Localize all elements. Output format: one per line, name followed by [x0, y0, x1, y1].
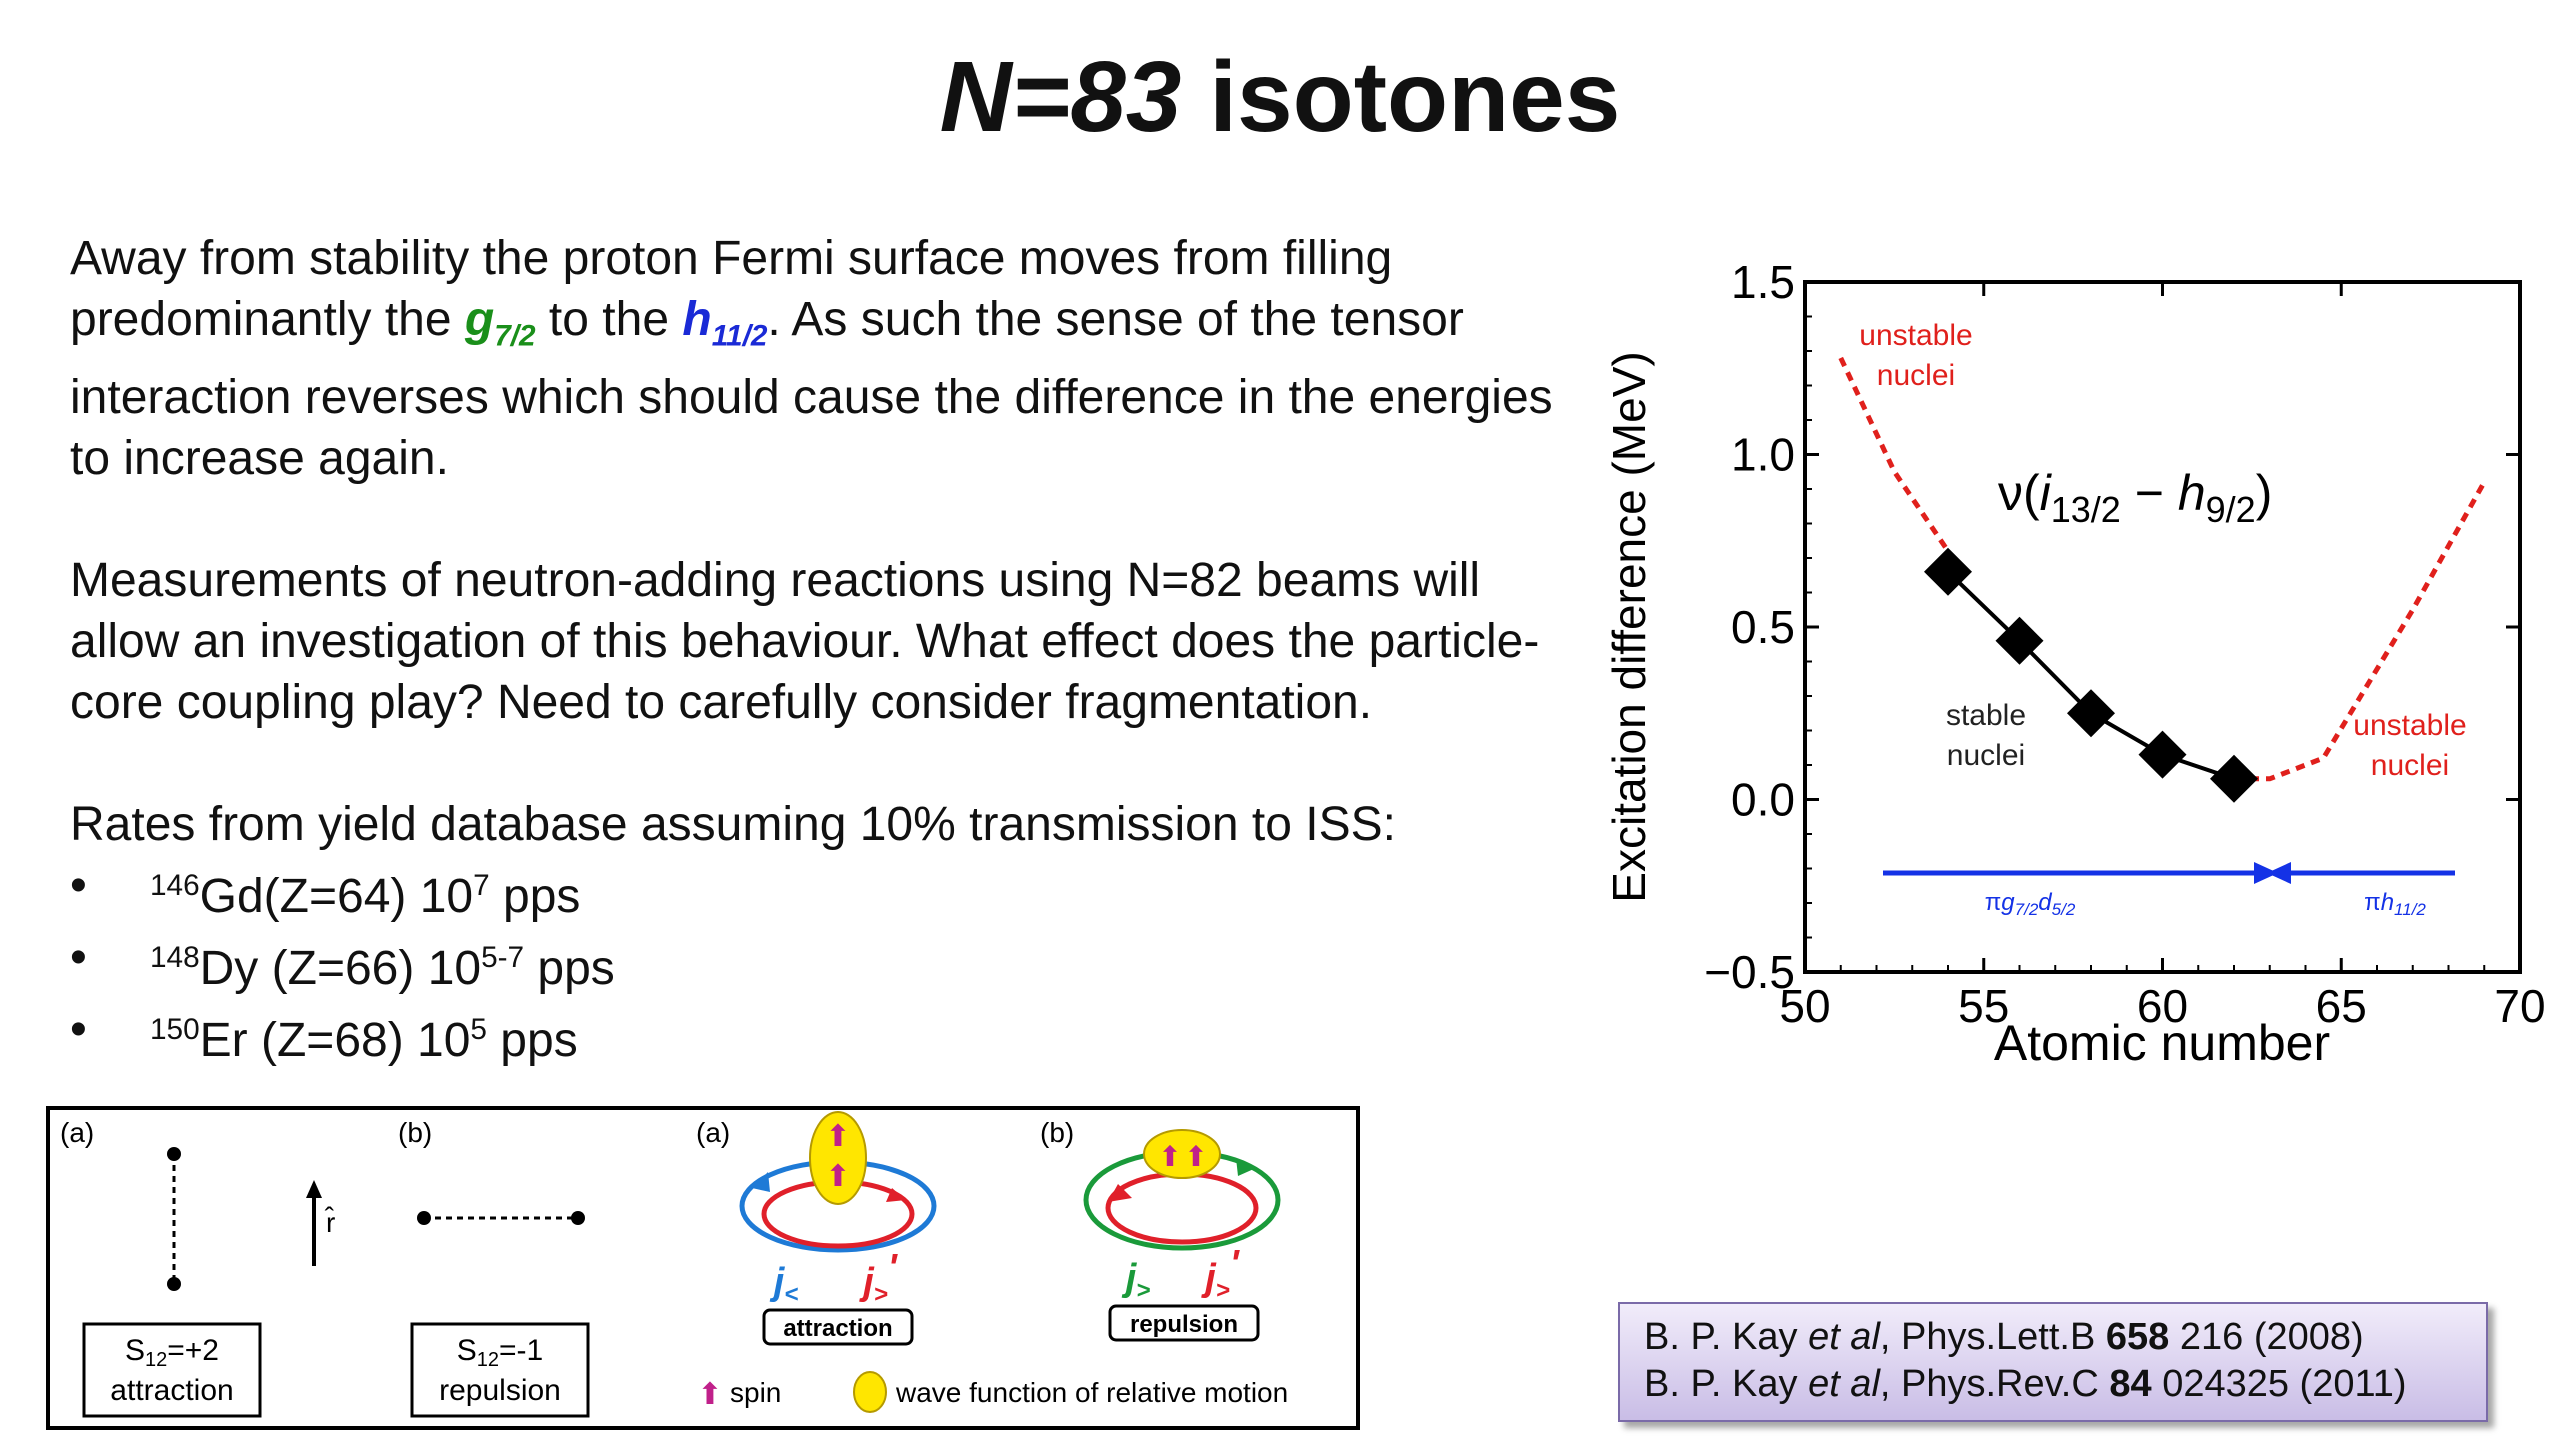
s12-plus-box — [82, 1322, 262, 1418]
x-tick-label: 60 — [2137, 980, 2188, 1032]
para1-end: . As such the sense of the tensor intera… — [70, 293, 1553, 485]
list-item: 150Er (Z=68) 105 pps — [70, 999, 1570, 1071]
arrow-right-label: πh11/2 — [2364, 889, 2426, 919]
reference-box: B. P. Kay et al, Phys.Lett.B 658 216 (20… — [1618, 1302, 2488, 1422]
j-greater-prime-label: j>' — [1200, 1243, 1241, 1304]
j-greater-label: j> — [1121, 1257, 1151, 1304]
label-b-right: (b) — [1040, 1117, 1074, 1148]
title-rest: isotones — [1181, 41, 1621, 153]
r-hat-label: r̂ — [324, 1207, 335, 1238]
s12-minus-word: repulsion — [439, 1374, 561, 1407]
s12-plus-text: S12=+2 — [125, 1334, 219, 1371]
wave-function-vertical — [809, 1111, 867, 1205]
nucleon-dot — [571, 1211, 585, 1225]
spin-arrow-icon: ⬆ — [1158, 1141, 1181, 1172]
s12-minus-box — [410, 1322, 590, 1418]
nucleon-dot — [417, 1211, 431, 1225]
h-orbital: h11/2 — [682, 293, 768, 353]
x-axis-label: Atomic number — [1994, 1015, 2330, 1071]
arrow-head-right — [2254, 862, 2278, 884]
repulsion-label: repulsion — [1130, 1311, 1238, 1338]
y-tick-label: 0.0 — [1731, 774, 1795, 826]
spin-arrow-icon: ⬆ — [825, 1120, 850, 1153]
repulsion-box — [1108, 1304, 1260, 1342]
orbit-arrow-green — [1236, 1158, 1256, 1176]
attraction-label: attraction — [783, 1315, 892, 1342]
label-b-left: (b) — [398, 1117, 432, 1148]
wave-function-horizontal — [1143, 1129, 1221, 1179]
paragraph-2: Measurements of neutron-adding reactions… — [70, 553, 1540, 729]
x-tick-label: 55 — [1958, 980, 2009, 1032]
data-point — [1995, 616, 2044, 665]
j-less-label: j< — [769, 1261, 799, 1308]
diagram-frame — [46, 1106, 1360, 1430]
reference-line-1: B. P. Kay et al, Phys.Lett.B 658 216 (20… — [1644, 1316, 2364, 1358]
nucleon-dot — [167, 1277, 181, 1291]
reference-line-2: B. P. Kay et al, Phys.Rev.C 84 024325 (2… — [1644, 1363, 2407, 1405]
arrow-left-label: πg7/2d5/2 — [1985, 889, 2076, 919]
wave-function-legend-icon — [853, 1371, 887, 1413]
list-item: 148Dy (Z=66) 105-7 pps — [70, 927, 1570, 999]
data-markers — [1924, 547, 2258, 803]
series-label: ν(i13/2 − h9/2) — [1998, 465, 2272, 530]
orbit-arrow-red — [886, 1188, 906, 1202]
rates-intro: Rates from yield database assuming 10% t… — [70, 797, 1396, 851]
spin-legend-label: spin — [730, 1377, 781, 1408]
attraction-box — [762, 1308, 914, 1346]
data-point — [2210, 754, 2258, 803]
y-tick-label: 0.5 — [1731, 601, 1795, 653]
x-tick-label: 65 — [2316, 980, 2367, 1032]
label-a-left: (a) — [60, 1117, 94, 1148]
y-tick-label: 1.5 — [1731, 256, 1795, 308]
axis-ticks: 50 55 60 65 70 1.5 1.0 0.5 0.0 −0.5 — [1704, 256, 2545, 1032]
wave-function-legend-label: wave function of relative motion — [895, 1377, 1288, 1408]
list-item: 146Gd(Z=64) 107 pps — [70, 855, 1570, 927]
y-tick-label: 1.0 — [1731, 429, 1795, 481]
label-a-right: (a) — [696, 1117, 730, 1148]
main-text: Away from stability the proton Fermi sur… — [70, 228, 1570, 1071]
r-hat-arrow-head — [306, 1180, 322, 1198]
x-tick-label: 50 — [1779, 980, 1830, 1032]
tensor-force-diagram: (a) (b) (a) (b) r̂ S12=+2 attraction S12… — [46, 1106, 1360, 1430]
para1-start: Away from stability the proton Fermi sur… — [70, 232, 1393, 346]
data-point — [2138, 730, 2187, 779]
page-title: N=83 isotones — [0, 40, 2560, 155]
arrow-head-left — [2267, 862, 2291, 884]
rates-list: 146Gd(Z=64) 107 pps 148Dy (Z=66) 105-7 p… — [70, 855, 1570, 1071]
g-orbital: g7/2 — [464, 293, 536, 353]
title-italic: N=83 — [939, 41, 1182, 153]
orbit-arrow-blue — [752, 1172, 770, 1192]
spin-arrow-icon: ⬆ — [1184, 1141, 1207, 1172]
y-tick-label: −0.5 — [1704, 946, 1795, 998]
spin-legend-icon: ⬆ — [697, 1378, 722, 1411]
s12-plus-word: attraction — [110, 1374, 233, 1407]
paragraph-1: Away from stability the proton Fermi sur… — [70, 228, 1570, 489]
x-tick-label: 70 — [2494, 980, 2545, 1032]
nucleon-dot — [167, 1147, 181, 1161]
excitation-chart: 50 55 60 65 70 1.5 1.0 0.5 0.0 −0.5 Excitation di… — [1603, 256, 2546, 1071]
orbit-arrow-red — [1108, 1184, 1132, 1202]
spin-arrow-icon: ⬆ — [825, 1160, 850, 1193]
j-less-prime-label: j>' — [858, 1247, 899, 1308]
data-point — [2067, 689, 2115, 738]
y-axis-label: Excitation difference (MeV) — [1603, 351, 1655, 902]
para1-mid: to the — [535, 293, 683, 346]
s12-minus-text: S12=-1 — [457, 1334, 543, 1371]
data-point — [1924, 547, 1972, 596]
